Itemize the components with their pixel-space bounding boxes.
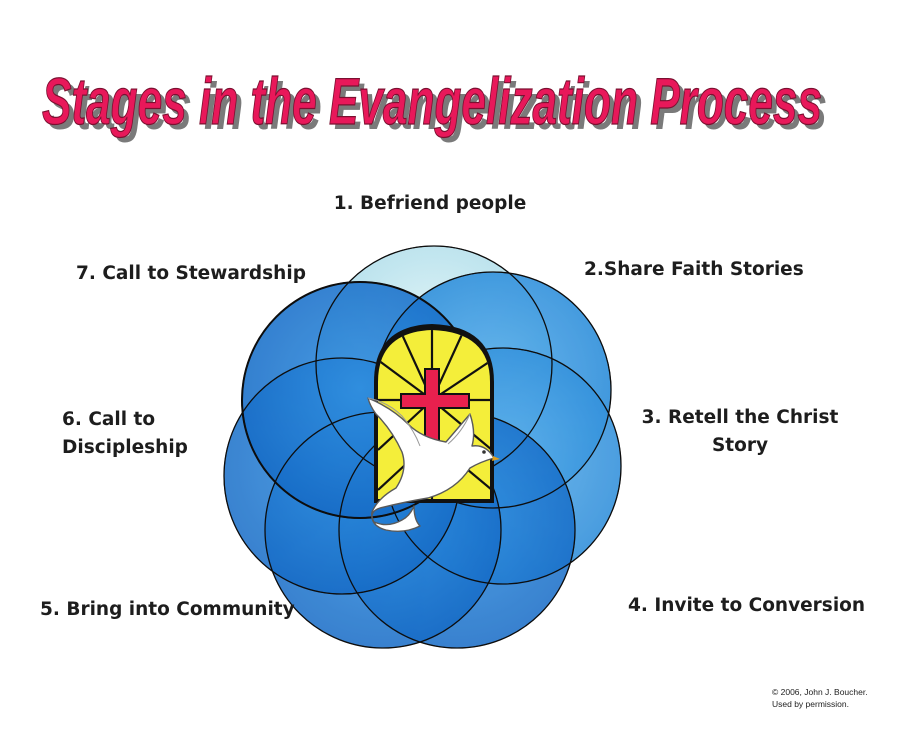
stage-label-2-text: 2.Share Faith Stories (584, 259, 804, 280)
stage-label-3-line2: Story (711, 435, 769, 456)
stage-label-3-line1: 3. Retell the Christ (641, 407, 839, 428)
stage-label-5-text: 5. Bring into Community (40, 599, 295, 620)
stage-label-1: 1. Befriend people (300, 190, 560, 218)
stage-label-4-text: 4. Invite to Conversion (628, 595, 866, 616)
page-title-text: Stages in the Evangelization Process (42, 64, 822, 138)
stage-label-7: 7. Call to Stewardship (76, 260, 306, 288)
page-title-graphic: Stages in the Evangelization Process Sta… (41, 63, 827, 143)
stage-label-6-line2: Discipleship (62, 437, 188, 458)
page-title-shadow: Stages in the Evangelization Process (47, 69, 827, 143)
circle-outlines (223, 245, 622, 649)
dove-icon (367, 397, 500, 533)
stage-label-6-line1: 6. Call to (62, 409, 156, 430)
page-title: Stages in the Evangelization Process Sta… (28, 36, 848, 146)
copyright-notice: © 2006, John J. Boucher. Used by permiss… (772, 686, 868, 710)
stage-label-7-text: 7. Call to Stewardship (76, 263, 306, 284)
stage-label-4: 4. Invite to Conversion (628, 592, 865, 620)
stage-label-1-text: 1. Befriend people (333, 193, 527, 214)
stage-label-6: 6. Call to Discipleship (62, 406, 188, 462)
copyright-line-1: © 2006, John J. Boucher. (772, 687, 868, 697)
stage-label-5: 5. Bring into Community (40, 596, 295, 624)
stage-label-3: 3. Retell the Christ Story (628, 404, 852, 460)
stage-label-2: 2.Share Faith Stories (584, 256, 804, 284)
copyright-line-2: Used by permission. (772, 699, 850, 709)
